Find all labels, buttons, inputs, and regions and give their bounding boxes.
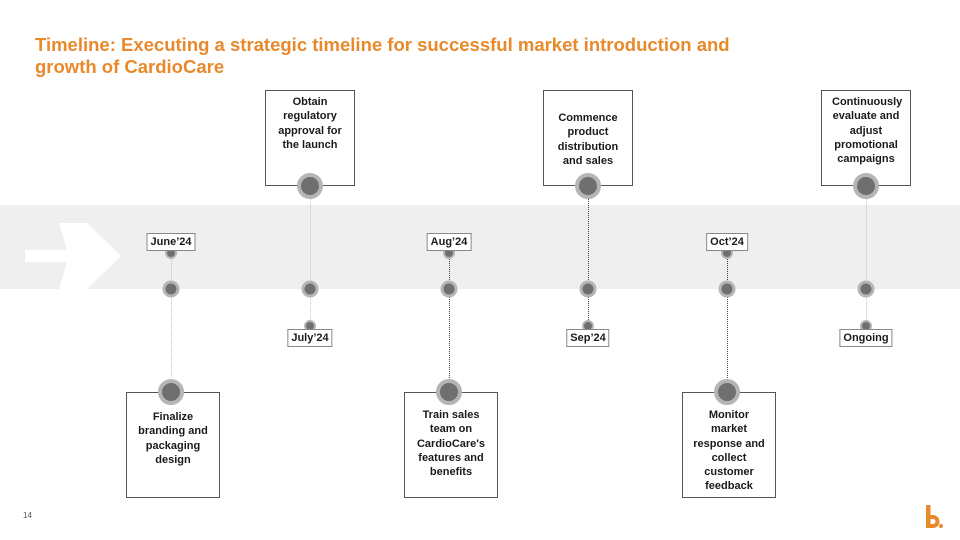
milestone-text: Train sales team on CardioCare's feature… bbox=[416, 409, 486, 479]
date-label: Aug’24 bbox=[426, 233, 472, 251]
milestone-marker bbox=[714, 379, 740, 405]
milestone-marker bbox=[853, 173, 879, 199]
page-number: 14 bbox=[23, 511, 32, 520]
milestone-box: Train sales team on CardioCare's feature… bbox=[404, 392, 498, 498]
date-label: Sep’24 bbox=[566, 329, 610, 347]
milestone-box: Continuously evaluate and adjust promoti… bbox=[821, 90, 911, 186]
timeline-node bbox=[440, 280, 458, 298]
date-label: June’24 bbox=[146, 233, 196, 251]
connector-line bbox=[866, 186, 867, 326]
timeline-node bbox=[301, 280, 319, 298]
date-label: July’24 bbox=[287, 329, 333, 347]
connector-line bbox=[588, 186, 589, 326]
milestone-marker bbox=[436, 379, 462, 405]
arrow-right-icon bbox=[25, 223, 121, 289]
milestone-marker bbox=[575, 173, 601, 199]
timeline-node bbox=[857, 280, 875, 298]
milestone-text: Monitor market response and collect cust… bbox=[693, 409, 765, 493]
milestone-box: Obtain regulatory approval for the launc… bbox=[265, 90, 355, 186]
brand-logo-icon bbox=[926, 505, 943, 528]
milestone-box: Finalize branding and packaging design bbox=[126, 392, 220, 498]
connector-line bbox=[171, 252, 172, 392]
milestone-text: Continuously evaluate and adjust promoti… bbox=[832, 96, 903, 166]
timeline-node bbox=[162, 280, 180, 298]
milestone-box: Monitor market response and collect cust… bbox=[682, 392, 776, 498]
milestone-box: Commence product distribution and sales bbox=[543, 90, 633, 186]
connector-line bbox=[449, 252, 450, 392]
milestone-marker bbox=[158, 379, 184, 405]
timeline-band bbox=[0, 205, 960, 289]
milestone-text: Obtain regulatory approval for the launc… bbox=[278, 96, 342, 151]
slide-title: Timeline: Executing a strategic timeline… bbox=[35, 34, 730, 77]
timeline-node bbox=[718, 280, 736, 298]
milestone-text: Finalize branding and packaging design bbox=[138, 411, 208, 466]
milestone-marker bbox=[297, 173, 323, 199]
timeline-node bbox=[579, 280, 597, 298]
connector-line bbox=[727, 252, 728, 392]
milestone-text: Commence product distribution and sales bbox=[557, 112, 619, 167]
date-label: Oct’24 bbox=[706, 233, 748, 251]
connector-line bbox=[310, 186, 311, 326]
date-label: Ongoing bbox=[839, 329, 893, 347]
